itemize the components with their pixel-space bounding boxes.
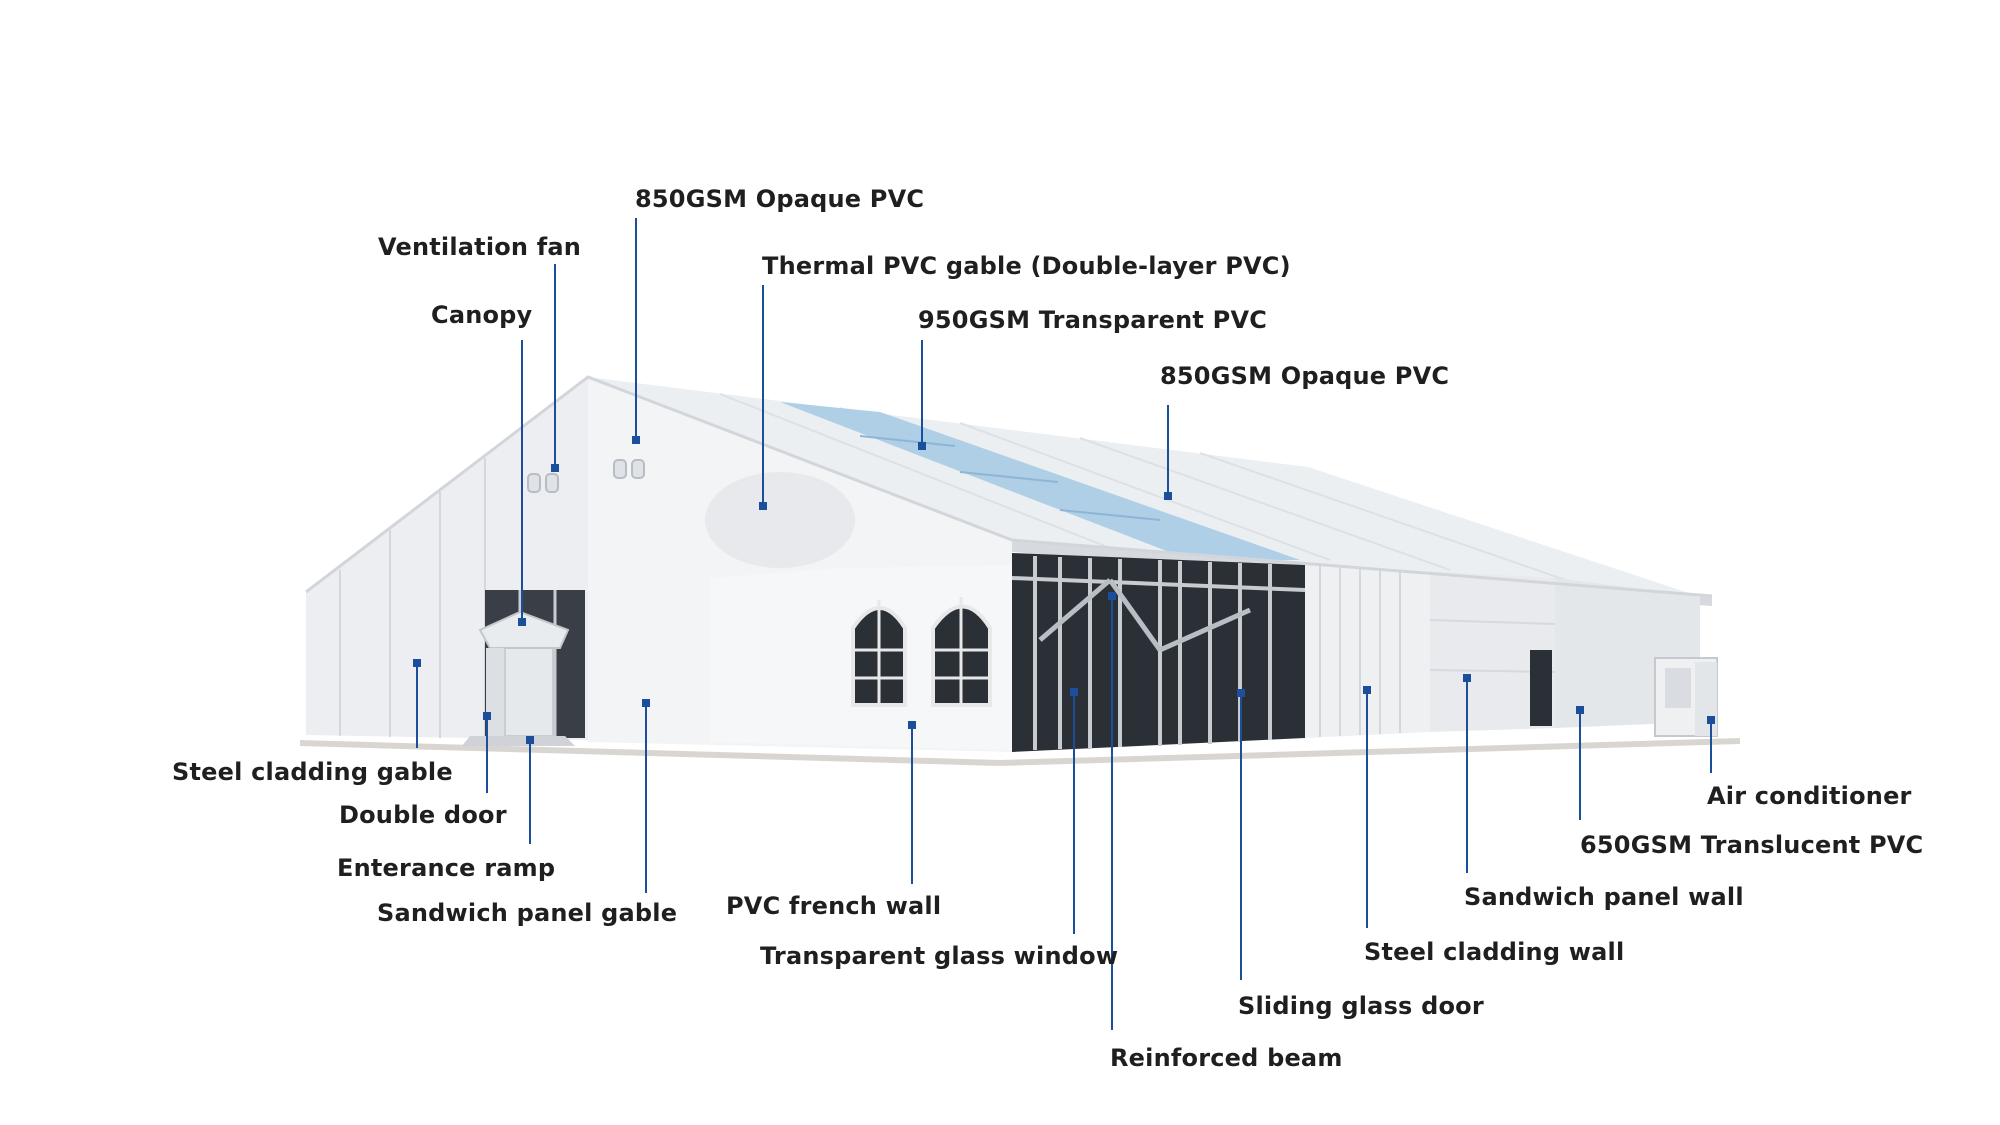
label-thermal-pvc-gable: Thermal PVC gable (Double-layer PVC): [762, 254, 1291, 278]
leader-sandwich-panel-gable-marker: [642, 699, 650, 707]
label-650gsm-translucent-pvc: 650GSM Translucent PVC: [1580, 833, 1923, 857]
label-950gsm-transparent-pvc: 950GSM Transparent PVC: [918, 308, 1267, 332]
label-sliding-glass-door: Sliding glass door: [1238, 994, 1484, 1018]
label-reinforced-beam: Reinforced beam: [1110, 1046, 1343, 1070]
leader-sandwich-panel-wall-marker: [1463, 674, 1471, 682]
label-pvc-french-wall: PVC french wall: [726, 894, 941, 918]
leader-850gsm-opaque-pvc-top-marker: [632, 436, 640, 444]
label-canopy: Canopy: [431, 303, 532, 327]
leader-850gsm-opaque-pvc-roof-marker: [1164, 492, 1172, 500]
leader-sliding-glass-door-marker: [1237, 689, 1245, 697]
label-transparent-glass-window: Transparent glass window: [760, 944, 1118, 968]
leader-pvc-french-wall-marker: [908, 721, 916, 729]
leader-transparent-glass-window-marker: [1070, 688, 1078, 696]
leader-steel-cladding-wall-marker: [1363, 686, 1371, 694]
label-850gsm-opaque-pvc-roof: 850GSM Opaque PVC: [1160, 364, 1449, 388]
label-steel-cladding-wall: Steel cladding wall: [1364, 940, 1624, 964]
leader-ventilation-fan-marker: [551, 464, 559, 472]
label-double-door: Double door: [339, 803, 507, 827]
label-ventilation-fan: Ventilation fan: [378, 235, 581, 259]
label-air-conditioner: Air conditioner: [1707, 784, 1912, 808]
leader-reinforced-beam-marker: [1108, 592, 1116, 600]
label-steel-cladding-gable: Steel cladding gable: [172, 760, 453, 784]
leader-double-door-marker: [483, 712, 491, 720]
label-850gsm-opaque-pvc-top: 850GSM Opaque PVC: [635, 187, 924, 211]
leader-air-conditioner-marker: [1707, 716, 1715, 724]
leader-thermal-pvc-gable-marker: [759, 502, 767, 510]
label-sandwich-panel-wall: Sandwich panel wall: [1464, 885, 1744, 909]
leader-650gsm-translucent-pvc-marker: [1576, 706, 1584, 714]
leader-950gsm-transparent-pvc-marker: [918, 442, 926, 450]
leader-entrance-ramp-marker: [526, 736, 534, 744]
leader-canopy-marker: [518, 618, 526, 626]
label-entrance-ramp: Enterance ramp: [337, 856, 555, 880]
leader-steel-cladding-gable-marker: [413, 659, 421, 667]
label-sandwich-panel-gable: Sandwich panel gable: [377, 901, 677, 925]
